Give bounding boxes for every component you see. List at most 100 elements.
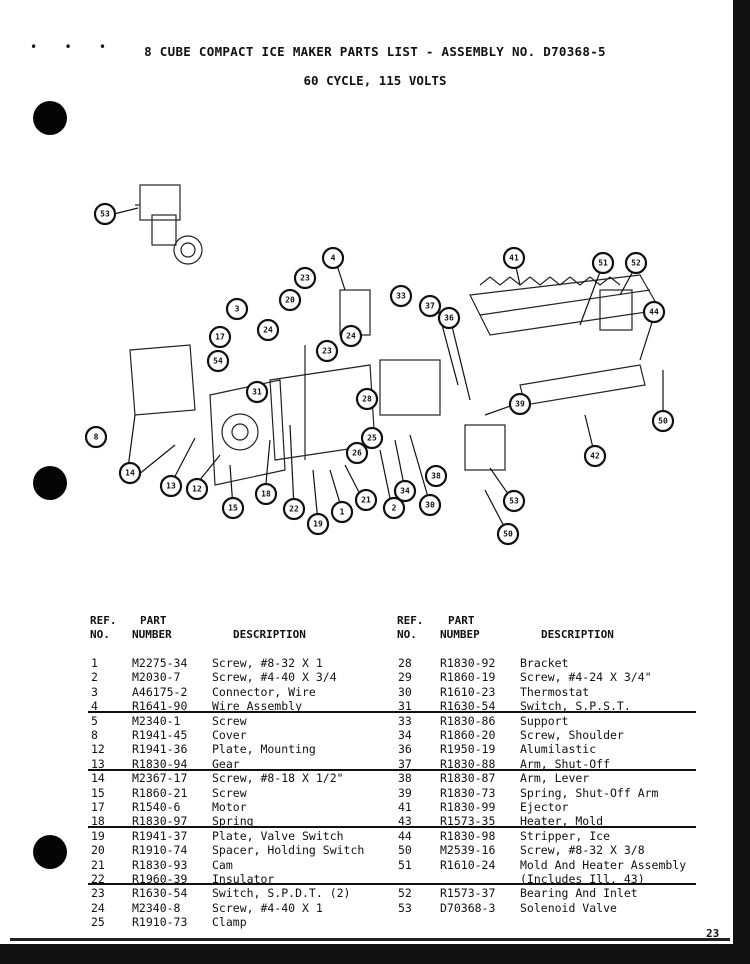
- part-description: Cam: [212, 857, 233, 872]
- scan-dots: • • •: [30, 40, 117, 54]
- ref-number: 37: [398, 756, 412, 771]
- svg-text:54: 54: [213, 357, 223, 366]
- col-header-ref-right: REF. NO.: [397, 614, 424, 641]
- part-description: Motor: [212, 800, 247, 814]
- callout-28: 28: [355, 387, 379, 411]
- part-number: R1830-92: [440, 656, 496, 670]
- part-description: Arm, Shut-Off: [520, 756, 611, 771]
- svg-text:21: 21: [361, 496, 371, 505]
- part-description: Plate, Mounting: [212, 742, 316, 757]
- part-number: R1860-19: [440, 670, 496, 685]
- part-description: Spring: [212, 814, 254, 829]
- callout-42: 42: [583, 444, 607, 468]
- part-description: Mold And Heater Assembly: [520, 857, 687, 872]
- part-description: Screw, Shoulder: [520, 728, 624, 742]
- svg-text:33: 33: [396, 292, 406, 301]
- part-number: R1630-54: [132, 886, 188, 901]
- svg-text:26: 26: [352, 449, 362, 458]
- part-description: Clamp: [212, 915, 247, 930]
- svg-text:25: 25: [367, 434, 377, 443]
- part-description: Plate, Valve Switch: [212, 828, 344, 843]
- part-description: Switch, S.P.D.T. (2): [212, 886, 351, 901]
- svg-text:12: 12: [192, 485, 202, 494]
- callout-8: 8: [84, 425, 108, 449]
- ref-number: 53: [398, 900, 412, 915]
- ref-number: 15: [91, 785, 105, 800]
- ref-number: 21: [91, 857, 105, 872]
- part-number: R1830-98: [440, 828, 496, 843]
- svg-text:20: 20: [285, 296, 295, 305]
- callout-33: 33: [389, 284, 413, 308]
- part-number: A46175-2: [132, 684, 188, 699]
- part-number: R1610-24: [440, 857, 496, 872]
- callout-23: 23: [293, 266, 317, 290]
- part-description: Wire Assembly: [212, 699, 303, 714]
- part-number: R1941-36: [132, 742, 188, 757]
- ref-number: 31: [398, 699, 412, 714]
- row-separator: [88, 826, 696, 828]
- callout-1: 1: [330, 500, 354, 524]
- part-number: R1941-37: [132, 828, 188, 843]
- ref-number: 8: [91, 728, 98, 742]
- callout-37: 37: [418, 294, 442, 318]
- part-number: M2030-7: [132, 670, 181, 685]
- svg-text:15: 15: [228, 504, 238, 513]
- ref-number: 3: [91, 684, 98, 699]
- callout-23b: 23: [315, 339, 339, 363]
- part-description: Thermostat: [520, 684, 590, 699]
- callout-20: 20: [278, 288, 302, 312]
- ref-number: 38: [398, 771, 412, 786]
- part-description: Support: [520, 713, 569, 728]
- part-description: Gear: [212, 756, 240, 771]
- part-description: Screw, #8-18 X 1/2": [212, 771, 344, 786]
- callout-15: 15: [221, 496, 245, 520]
- ref-number: 29: [398, 670, 412, 685]
- part-description: Alumilastic: [520, 742, 597, 757]
- callout-26: 26: [345, 441, 369, 465]
- part-description: Screw, #4-40 X 1: [212, 900, 323, 915]
- callout-24b: 24: [339, 324, 363, 348]
- part-description: Screw, #8-32 X 1: [212, 656, 323, 670]
- part-description: Connector, Wire: [212, 684, 316, 699]
- part-number: R1573-37: [440, 886, 496, 901]
- svg-text:2: 2: [392, 504, 397, 513]
- page-number: 23: [706, 927, 720, 940]
- part-number: R1540-6: [132, 800, 181, 814]
- part-number: R1830-93: [132, 857, 188, 872]
- part-number: R1573-35: [440, 814, 496, 829]
- callout-50b: 50: [496, 522, 520, 546]
- svg-text:14: 14: [125, 469, 135, 478]
- page-title: 8 CUBE COMPACT ICE MAKER PARTS LIST - AS…: [144, 44, 606, 59]
- svg-text:28: 28: [362, 395, 372, 404]
- ref-number: 2: [91, 670, 98, 685]
- part-number: M2340-8: [132, 900, 181, 915]
- svg-text:30: 30: [425, 501, 435, 510]
- col-header-part: PART NUMBER: [132, 614, 172, 641]
- svg-text:24: 24: [263, 326, 273, 335]
- svg-text:37: 37: [425, 302, 435, 311]
- part-number: M2539-16: [440, 843, 496, 858]
- callout-4: 4: [321, 246, 345, 270]
- svg-text:44: 44: [649, 308, 659, 317]
- callout-12: 12: [185, 477, 209, 501]
- svg-text:34: 34: [400, 487, 410, 496]
- part-description: Screw, #8-32 X 3/8: [520, 843, 645, 858]
- ref-number: 22: [91, 872, 105, 886]
- callout-31: 31: [245, 380, 269, 404]
- ref-number: 51: [398, 857, 412, 872]
- part-description: Bearing And Inlet: [520, 886, 638, 901]
- svg-text:18: 18: [261, 490, 271, 499]
- ref-number: 5: [91, 713, 98, 728]
- solenoid-valve-drawing: [135, 184, 203, 265]
- part-description: Insulator: [212, 872, 275, 886]
- part-number: R1830-88: [440, 756, 496, 771]
- ref-number: 25: [91, 915, 105, 930]
